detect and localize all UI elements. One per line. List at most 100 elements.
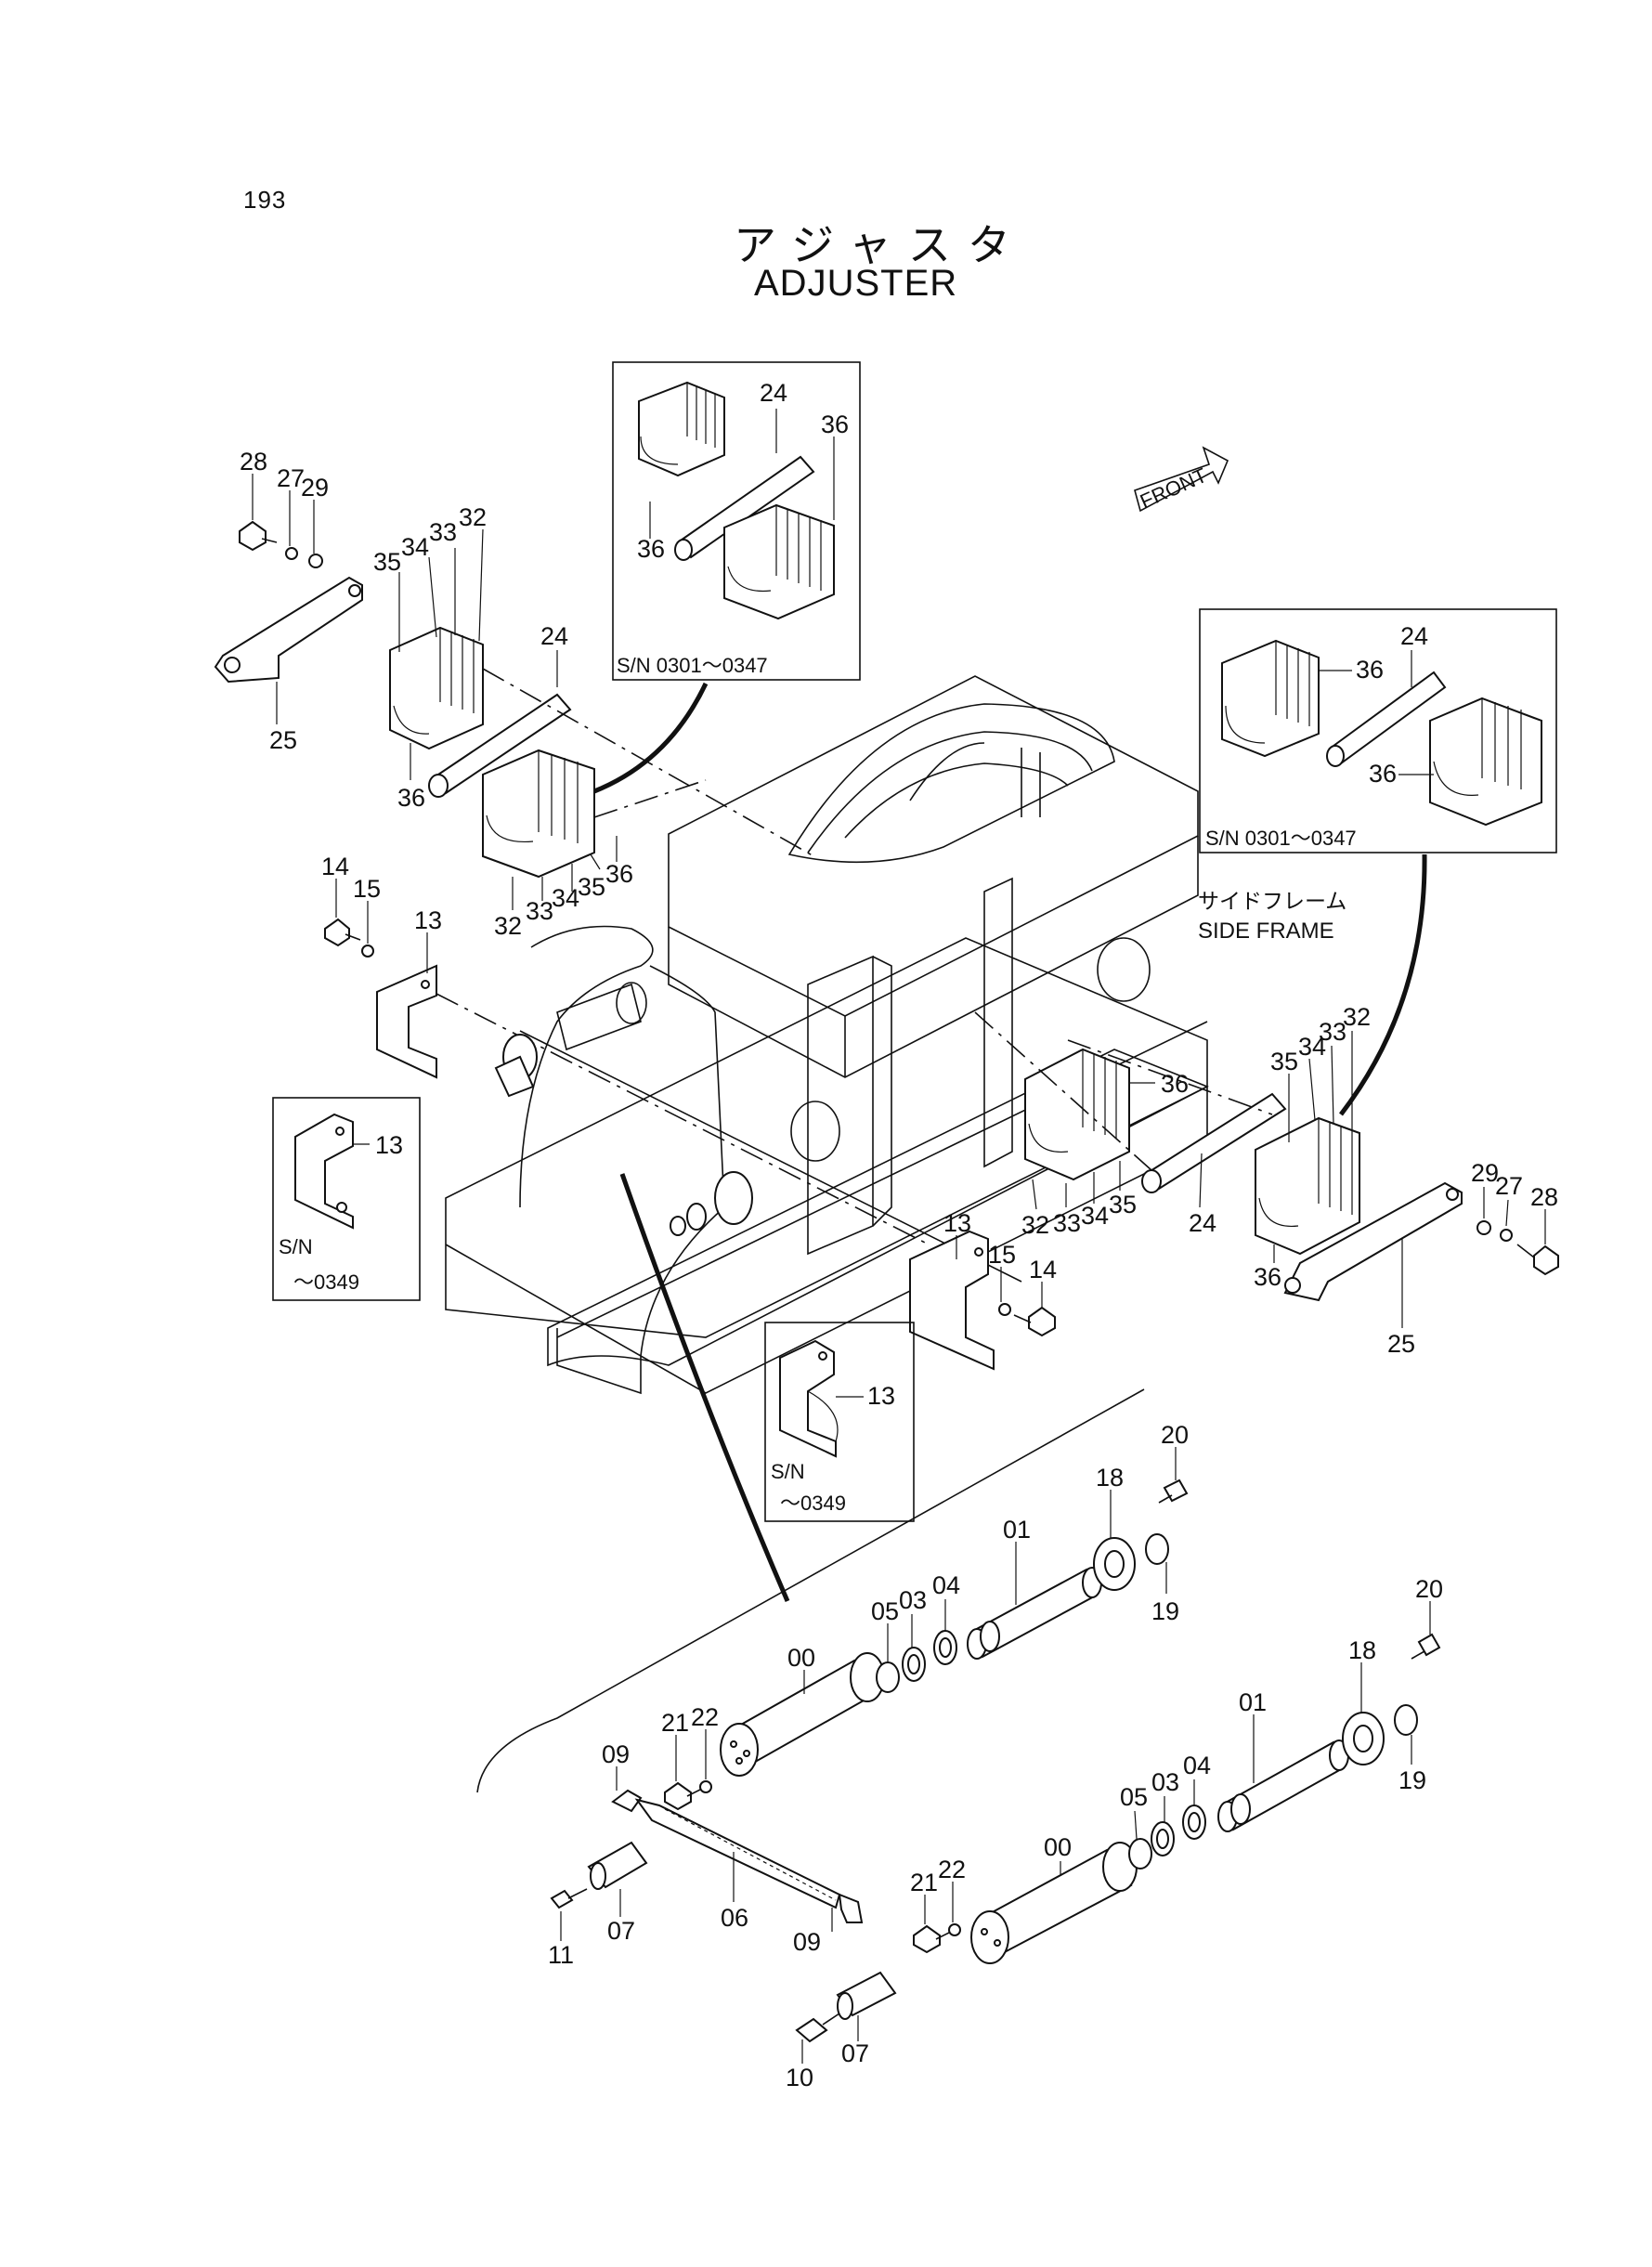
label-09: 09 bbox=[602, 1740, 630, 1768]
label-33: 33 bbox=[1053, 1209, 1081, 1237]
label-35: 35 bbox=[1270, 1048, 1298, 1075]
label-11: 11 bbox=[548, 1941, 574, 1969]
side-frame-label-en: SIDE FRAME bbox=[1198, 919, 1334, 944]
label-29: 29 bbox=[1471, 1159, 1499, 1187]
label-04: 04 bbox=[1183, 1752, 1211, 1779]
label-15: 15 bbox=[353, 875, 381, 903]
label-32: 32 bbox=[494, 912, 522, 940]
inset-box-bracket-middle: 13 S/N ～0349 bbox=[764, 1322, 915, 1522]
label-33: 33 bbox=[526, 897, 553, 925]
label-24: 24 bbox=[1400, 622, 1428, 650]
serial-prefix: S/N bbox=[279, 1235, 313, 1258]
label-33: 33 bbox=[429, 518, 457, 546]
title-english: ADJUSTER bbox=[754, 263, 958, 304]
left-upper-pads: 28 27 29 35 34 33 32 24 25 36 32 33 34 3… bbox=[214, 448, 818, 940]
label-03: 03 bbox=[1151, 1768, 1179, 1796]
front-label: FRONT bbox=[1137, 463, 1210, 514]
label-19: 19 bbox=[1398, 1766, 1426, 1794]
label-03: 03 bbox=[899, 1586, 927, 1614]
label-07: 07 bbox=[607, 1917, 635, 1945]
inset-box-upper-left: 24 36 36 S/N 0301～0347 bbox=[612, 361, 861, 681]
detail-boundary bbox=[476, 1388, 1145, 1793]
label-36: 36 bbox=[1254, 1263, 1281, 1291]
label-36: 36 bbox=[637, 535, 665, 563]
label-28: 28 bbox=[240, 448, 267, 476]
label-29: 29 bbox=[301, 474, 329, 502]
label-14: 14 bbox=[1029, 1256, 1057, 1283]
left-bracket-13: 14 15 13 bbox=[321, 853, 1022, 1283]
serial-prefix: S/N bbox=[771, 1460, 805, 1483]
label-14: 14 bbox=[321, 853, 349, 880]
label-05: 05 bbox=[1120, 1783, 1148, 1811]
label-36: 36 bbox=[1161, 1070, 1189, 1098]
cylinder-lower: 00 05 03 04 01 18 19 20 21 22 bbox=[910, 1575, 1443, 1964]
label-19: 19 bbox=[1151, 1597, 1179, 1625]
label-00: 00 bbox=[787, 1644, 815, 1672]
label-33: 33 bbox=[1319, 1018, 1346, 1046]
label-24: 24 bbox=[1189, 1209, 1216, 1237]
label-13: 13 bbox=[375, 1131, 403, 1159]
label-36: 36 bbox=[605, 860, 633, 888]
serial-range-upper-right: S/N 0301～0347 bbox=[1205, 827, 1357, 850]
label-13: 13 bbox=[867, 1382, 895, 1410]
label-25: 25 bbox=[1387, 1330, 1415, 1358]
side-frame-label-ja: サイドフレーム bbox=[1198, 890, 1346, 914]
label-07: 07 bbox=[841, 2039, 869, 2067]
hose-assembly: 09 11 07 06 09 10 07 bbox=[548, 1740, 897, 2091]
label-35: 35 bbox=[578, 873, 605, 901]
inset-box-bracket-left: 13 S/N ～0349 bbox=[272, 1097, 421, 1301]
label-25: 25 bbox=[269, 726, 297, 754]
label-36: 36 bbox=[397, 784, 425, 812]
label-01: 01 bbox=[1239, 1688, 1267, 1716]
label-34: 34 bbox=[1081, 1202, 1109, 1230]
serial-range: ～0349 bbox=[780, 1492, 846, 1515]
label-09: 09 bbox=[793, 1928, 821, 1956]
label-27: 27 bbox=[277, 464, 305, 492]
title-japanese: アジャスタ bbox=[734, 220, 1027, 270]
label-20: 20 bbox=[1415, 1575, 1443, 1603]
label-35: 35 bbox=[373, 548, 401, 576]
inset-box-upper-right: 36 24 36 S/N 0301～0347 bbox=[1199, 608, 1557, 853]
label-32: 32 bbox=[459, 503, 487, 531]
label-36: 36 bbox=[821, 410, 849, 438]
front-arrow-icon: FRONT bbox=[1134, 446, 1229, 514]
callout-line bbox=[593, 682, 709, 794]
label-10: 10 bbox=[786, 2064, 813, 2091]
serial-range: ～0349 bbox=[293, 1270, 359, 1294]
page-number: 193 bbox=[243, 186, 287, 214]
label-04: 04 bbox=[932, 1571, 960, 1599]
label-06: 06 bbox=[721, 1904, 748, 1932]
label-13: 13 bbox=[414, 906, 442, 934]
label-35: 35 bbox=[1109, 1191, 1137, 1218]
right-bracket-13: 13 15 14 bbox=[909, 1209, 1057, 1371]
label-32: 32 bbox=[1343, 1003, 1371, 1031]
label-05: 05 bbox=[871, 1597, 899, 1625]
label-13: 13 bbox=[943, 1209, 971, 1237]
callout-line bbox=[1339, 853, 1427, 1116]
label-01: 01 bbox=[1003, 1516, 1031, 1544]
label-27: 27 bbox=[1495, 1172, 1523, 1200]
label-36: 36 bbox=[1369, 760, 1397, 788]
label-28: 28 bbox=[1530, 1183, 1558, 1211]
label-24: 24 bbox=[540, 622, 568, 650]
label-00: 00 bbox=[1044, 1833, 1072, 1861]
right-pads: 36 35 34 33 32 32 33 34 35 24 36 25 29 2… bbox=[974, 1003, 1559, 1358]
cylinder-upper: 00 05 03 04 01 18 19 20 21 22 bbox=[661, 1421, 1189, 1811]
label-36: 36 bbox=[1356, 656, 1384, 684]
label-18: 18 bbox=[1096, 1464, 1124, 1492]
label-21: 21 bbox=[661, 1709, 689, 1737]
label-34: 34 bbox=[401, 533, 429, 561]
label-22: 22 bbox=[938, 1856, 966, 1883]
label-18: 18 bbox=[1348, 1636, 1376, 1664]
label-34: 34 bbox=[552, 884, 579, 912]
callout-line bbox=[619, 1173, 790, 1602]
label-20: 20 bbox=[1161, 1421, 1189, 1449]
label-15: 15 bbox=[988, 1241, 1016, 1269]
label-34: 34 bbox=[1298, 1033, 1326, 1061]
label-21: 21 bbox=[910, 1869, 938, 1896]
lower-beam bbox=[547, 1049, 1209, 1367]
label-32: 32 bbox=[1021, 1211, 1049, 1239]
label-22: 22 bbox=[691, 1703, 719, 1731]
serial-range-upper-left: S/N 0301～0347 bbox=[617, 654, 768, 677]
